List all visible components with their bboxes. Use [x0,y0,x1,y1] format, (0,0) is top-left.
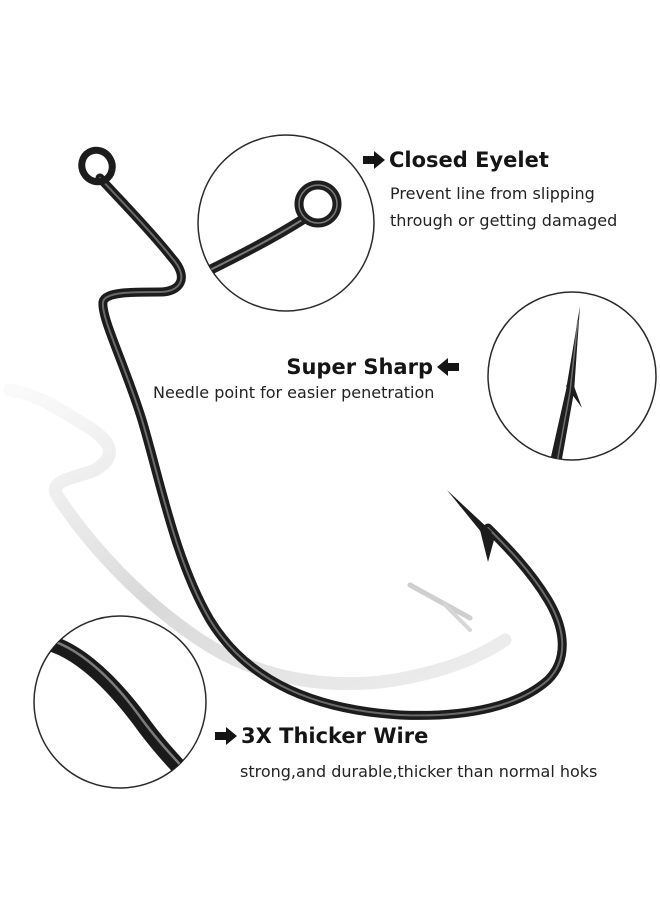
super-sharp-heading: Super Sharp [150,355,460,379]
closed-eyelet-description-line: through or getting damaged [390,211,618,230]
super-sharp-description: Needle point for easier penetration [153,379,460,406]
closed-eyelet-description-line: Prevent line from slipping [390,184,595,203]
eyelet-detail-circle [197,134,375,312]
closed-eyelet-heading: Closed Eyelet [362,148,617,172]
arrow-right-icon [362,151,386,169]
wire-detail-circle [33,615,207,789]
hook-shadow [3,383,512,691]
thicker-wire-heading: 3X Thicker Wire [214,724,597,748]
super-sharp-description-line: Needle point for easier penetration [153,383,435,402]
arrow-right-icon [214,727,238,745]
thicker-wire-description: strong,and durable,thicker than normal h… [240,758,597,785]
point-detail-circle [487,291,657,461]
super-sharp-feature: Super Sharp Needle point for easier pene… [150,355,460,406]
closed-eyelet-description: Prevent line from slipping through or ge… [390,180,617,234]
thicker-wire-feature: 3X Thicker Wire strong,and durable,thick… [214,724,597,785]
arrow-left-icon [436,358,460,376]
closed-eyelet-title: Closed Eyelet [389,148,549,172]
thicker-wire-title: 3X Thicker Wire [241,724,429,748]
super-sharp-title: Super Sharp [286,355,433,379]
thicker-wire-description-line: strong,and durable,thicker than normal h… [240,762,598,781]
fishing-hook [78,146,567,720]
closed-eyelet-feature: Closed Eyelet Prevent line from slipping… [362,148,617,234]
